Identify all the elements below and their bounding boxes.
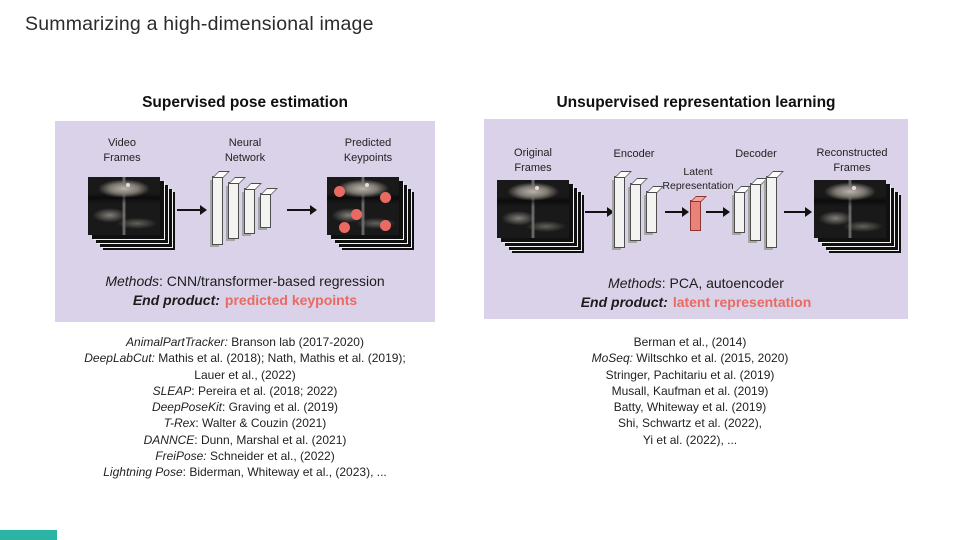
bottom-progress-bar [0, 530, 57, 540]
end-product-label: End product: [132, 292, 220, 308]
citation-tool-name: MoSeq: [591, 351, 633, 366]
end-product-line: End product:predicted keypoints [55, 292, 435, 308]
citation-tool-name: Lightning Pose [103, 465, 183, 480]
video-frames-label: Video Frames [103, 137, 141, 164]
citation-tool-name: DeepPoseKit [151, 400, 222, 415]
unsupervised-section-header: Unsupervised representation learning [556, 94, 836, 111]
arrow-right-icon [177, 205, 207, 215]
citation-line: T-Rex: Walter & Couzin (2021) [163, 416, 327, 431]
supervised-panel: Video Frames Neural Network Predicted Ke… [55, 121, 435, 322]
keypoint-dot [350, 208, 362, 220]
latent-representation-label: Latent Representation [662, 166, 734, 192]
arrow-right-icon [585, 207, 614, 217]
methods-text: : CNN/transformer-based regression [159, 273, 385, 289]
citation-tool-name: DeepLabCut: [84, 351, 155, 366]
citation-tool-name: FreiPose: [155, 449, 207, 464]
citation-line: AnimalPartTracker: Branson lab (2017-202… [126, 335, 364, 349]
network-layer-bar [228, 182, 239, 239]
citation-line: DANNCE: Dunn, Marshal et al. (2021) [143, 432, 347, 447]
citation-line: MoSeq: Wiltschko et al. (2015, 2020) [591, 351, 789, 366]
citation-line: Lauer et al., (2022) [194, 367, 296, 382]
keypoint-dot [334, 185, 346, 197]
citation-tool-name: T-Rex [163, 416, 196, 431]
network-layer-bar [630, 183, 641, 241]
methods-line: Methods: PCA, autoencoder [484, 275, 908, 291]
supervised-section-header: Supervised pose estimation [142, 94, 348, 111]
left-citations: AnimalPartTracker: Branson lab (2017-202… [55, 334, 435, 481]
citation-line: Batty, Whiteway et al. (2019) [613, 400, 767, 415]
arrow-right-icon [287, 205, 317, 215]
citation-line: Stringer, Pachitariu et al. (2019) [605, 367, 775, 382]
video-frames-image [88, 177, 160, 235]
neural-network-label: Neural Network [224, 137, 266, 164]
reconstructed-frames-image [814, 180, 886, 238]
network-layer-bar [260, 193, 271, 228]
latent-representation-icon [690, 200, 701, 231]
keypoint-dot [338, 222, 350, 234]
network-layer-bar [212, 176, 223, 245]
end-product-label: End product: [580, 294, 668, 310]
citation-line: Musall, Kaufman et al. (2019) [611, 383, 769, 398]
end-product-line: End product:latent representation [484, 294, 908, 310]
end-product-value: predicted keypoints [224, 292, 358, 308]
encoder-label: Encoder [613, 148, 655, 160]
citation-line: FreiPose: Schneider et al., (2022) [155, 449, 335, 464]
methods-text: : PCA, autoencoder [661, 275, 784, 291]
network-layer-bar [646, 191, 657, 233]
network-layer-bar [766, 176, 777, 248]
network-layer-bar [750, 183, 761, 241]
arrow-right-icon [665, 207, 689, 217]
slide-title: Summarizing a high-dimensional image [25, 13, 374, 35]
methods-label: Methods [608, 275, 662, 291]
citation-line: DeepPoseKit: Graving et al. (2019) [151, 400, 339, 415]
predicted-keypoints-image [327, 177, 399, 235]
network-layer-bar [734, 191, 745, 233]
encoder-icon [614, 176, 657, 248]
arrow-right-icon [706, 207, 730, 217]
citation-line: SLEAP: Pereira et al. (2018; 2022) [152, 383, 338, 398]
citation-tool-name: DANNCE [143, 432, 195, 447]
citation-line: DeepLabCut: Mathis et al. (2018); Nath, … [84, 351, 406, 366]
citation-line: Berman et al., (2014) [633, 335, 747, 349]
right-citations: Berman et al., (2014) MoSeq: Wiltschko et… [490, 334, 890, 448]
original-frames-image [497, 180, 569, 238]
arrow-right-icon [784, 207, 812, 217]
reconstructed-frames-label: Reconstructed Frames [816, 147, 888, 174]
unsupervised-panel: Original Frames Encoder Latent Represent… [484, 119, 908, 319]
citation-tool-name: SLEAP [152, 383, 192, 398]
decoder-icon [734, 176, 777, 248]
citation-line: Yi et al. (2022), ... [642, 432, 738, 447]
methods-line: Methods: CNN/transformer-based regressio… [55, 273, 435, 289]
keypoint-dot [379, 191, 391, 203]
original-frames-label: Original Frames [514, 147, 552, 174]
network-layer-bar [614, 176, 625, 248]
network-layer-bar [244, 187, 255, 234]
citation-line: Lightning Pose: Biderman, Whiteway et al… [103, 465, 387, 480]
decoder-label: Decoder [735, 148, 777, 160]
citation-line: Shi, Schwartz et al. (2022), [617, 416, 763, 431]
predicted-keypoints-label: Predicted Keypoints [343, 137, 393, 164]
citation-tool-name: AnimalPartTracker: [126, 335, 228, 349]
keypoint-dot [380, 219, 392, 231]
neural-network-icon [212, 176, 271, 245]
methods-label: Methods [105, 273, 160, 289]
end-product-value: latent representation [672, 294, 812, 310]
